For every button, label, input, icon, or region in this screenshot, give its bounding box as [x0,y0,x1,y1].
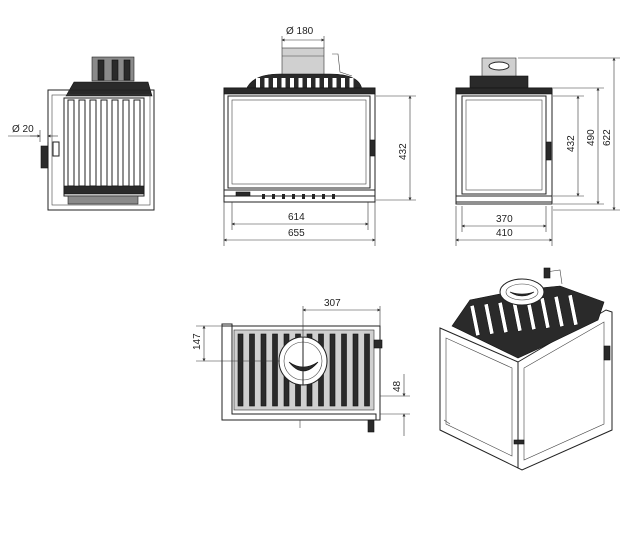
dim-flue-diameter: Ø 180 [286,26,314,37]
dim-side-mid-height: 490 [586,129,597,146]
dome-rib [315,78,320,88]
dome-rib [332,78,337,88]
iso-rib [483,303,495,335]
grate-bit [282,194,285,199]
dome-rib [256,78,260,88]
top-rib [272,333,278,407]
top-rib [341,333,347,407]
dim-top-small: 48 [392,380,403,392]
dome-rib [273,78,277,88]
dome-rib [324,78,328,88]
top-rib [260,333,267,407]
dim-side-outer-width: 410 [496,228,513,239]
dim-top-depth: 147 [192,333,203,350]
dim-front-inner-height: 432 [398,143,409,160]
top-rib [237,333,244,407]
dome-rib [290,78,294,88]
side-rib [78,99,86,187]
iso-rib [567,294,579,326]
top-rib [352,333,359,407]
dim-front-outer-width: 655 [288,228,305,239]
dim-side-inner-height: 432 [566,135,577,152]
top-rib [364,333,370,407]
dome-rib [341,78,345,88]
side-rib [122,99,130,187]
dome-rib [264,78,269,88]
top-view: 307 147 48 [192,298,410,436]
grate-bit [312,194,315,199]
dim-side-inner-width: 370 [496,214,513,225]
top-rib [249,333,255,407]
front-view: Ø 180 432 614 655 [223,26,416,246]
side-rib [133,99,141,187]
iso-rib [497,301,509,334]
dome-rib [281,78,286,88]
grate-bit [322,194,325,199]
right-side-view: 432 490 622 370 410 [455,57,620,246]
iso-rib [553,295,565,328]
top-rib [329,333,336,407]
side-rib [89,99,97,187]
dim-pipe-diameter: Ø 20 [12,124,34,135]
iso-rib [469,304,481,337]
dim-front-inner-width: 614 [288,212,305,223]
side-rib [67,99,75,187]
isometric-view [439,267,613,471]
grate-bit [302,194,305,199]
dim-side-total-height: 622 [602,129,613,146]
grate-bit [272,194,275,199]
dim-top-offset: 307 [324,298,341,309]
side-rib [100,99,108,187]
side-rib [111,99,119,187]
grate-bit [292,194,295,199]
dome-rib [298,78,303,88]
grate-bit [262,194,265,199]
grate-bit [332,194,335,199]
left-side-view: Ø 20 [8,56,155,211]
dome-rib [349,78,354,88]
iso-rib [539,297,551,329]
dome-rib [307,78,311,88]
